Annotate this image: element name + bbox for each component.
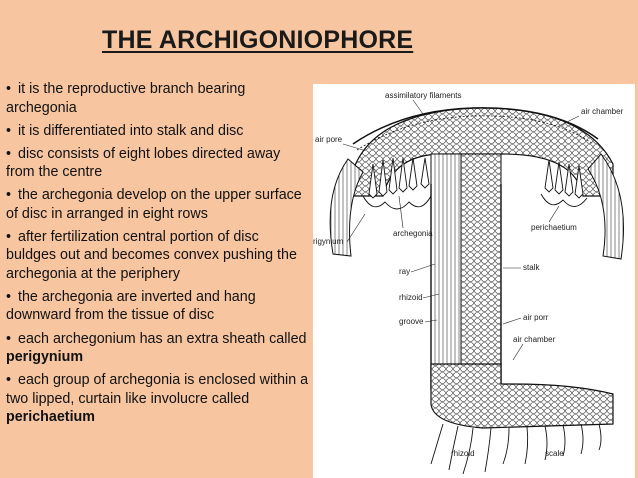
slide-title: THE ARCHIGONIOPHORE [102,26,414,54]
bullet-item: •after fertilization central portion of … [6,228,297,282]
label-assimilatory: assimilatory filaments [385,91,461,100]
diagram-svg: assimilatory filaments air chamber air p… [313,91,624,475]
bullet-item: •disc consists of eight lobes directed a… [6,145,281,181]
bullet-list: •it is the reproductive branch bearing a… [6,80,312,431]
label-ray: ray [399,267,410,276]
label-rhizoid: rhizoid [399,293,423,302]
rhizoids [430,423,602,475]
archegoniophore-diagram: assimilatory filaments air chamber air p… [313,84,635,478]
archegonia-right [544,159,584,199]
bullet-icon: • [6,330,12,347]
lobe-right [587,153,624,260]
archegonia-left [368,157,430,199]
label-archegonia: archegonia [393,229,433,238]
base [430,363,614,429]
label-air-pore-left: air pore [315,135,343,144]
bullet-icon: • [6,145,12,162]
bullet-item: •the archegonia develop on the upper sur… [6,187,302,222]
bullet-icon: • [6,81,12,97]
label-rhizoid-bottom: rhizoid [451,449,475,458]
label-stalk: stalk [523,263,540,272]
bullet-item: •it is the reproductive branch bearing a… [6,81,246,116]
bullet-item: •it is differentiated into stalk and dis… [6,122,244,139]
disc [347,107,614,197]
label-air-chamber-bottom: air chamber [513,335,556,344]
bullet-item: •each group of archegonia is enclosed wi… [6,372,309,426]
bullet-item: •each archegonium has an extra sheath ca… [6,330,307,366]
label-scale: scale [545,449,564,458]
bullet-icon: • [6,228,12,245]
label-perichaetium: perichaetium [531,223,577,232]
label-perigynium: rigynium [313,237,344,246]
perichaetium [362,193,588,210]
bullet-icon: • [6,187,12,204]
bullet-icon: • [6,372,12,389]
lobe-left [329,158,364,257]
label-air-pore-right: air porr [523,313,549,322]
label-air-chamber-top: air chamber [581,107,624,116]
bullet-icon: • [6,288,12,305]
bullet-icon: • [6,122,12,139]
label-groove: groove [399,317,424,326]
stalk [430,153,502,391]
bullet-item: •the archegonia are inverted and hang do… [6,288,256,324]
